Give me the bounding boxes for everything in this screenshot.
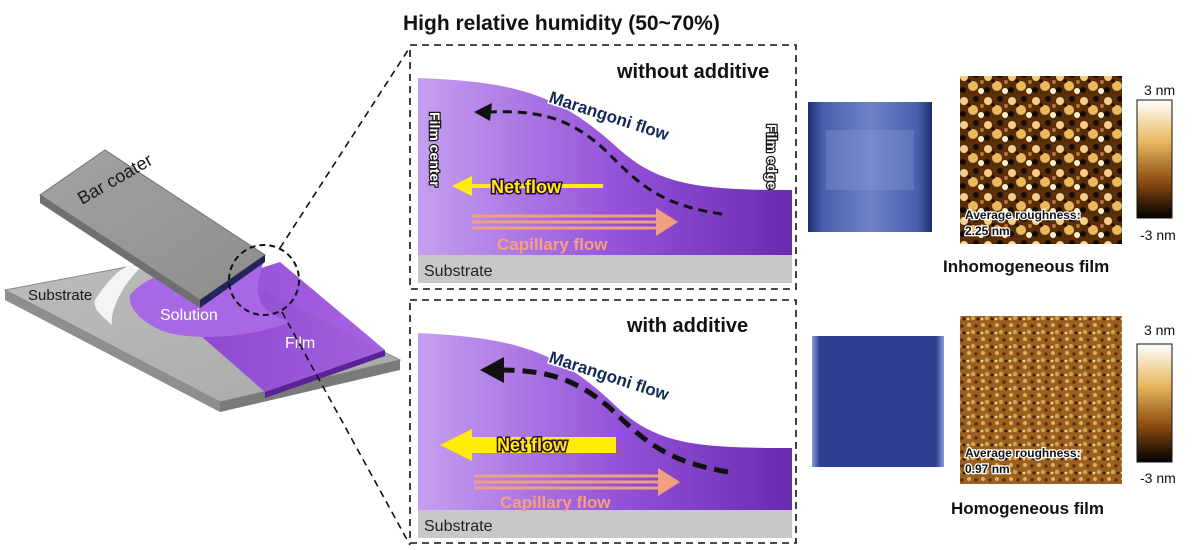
panel-bottom-title: with additive [626,315,748,337]
substrate-front-face [5,290,220,412]
substrate-side-face [220,360,400,412]
color-scale-top [1136,99,1173,219]
result-with-additive: Average roughness: 0.97 nm 3 nm -3 nm Ho… [812,316,1176,518]
caption-homogeneous: Homogeneous film [951,499,1104,518]
panel-top-substrate [418,255,792,283]
marangoni-arrowhead-bottom [480,357,504,383]
film-photo-highlight [826,130,914,190]
result-without-additive: Average roughness: 2.25 nm 3 nm -3 nm In… [808,76,1176,276]
roughness-value-bottom: 0.97 nm [965,462,1010,476]
leader-lines [279,46,411,546]
marangoni-arrow-bottom [499,367,729,475]
capillary-label-bottom: Capillary flow [500,493,611,512]
net-flow-head-bottom [440,429,472,461]
afm-image-rough [960,76,1122,244]
substrate-curve-highlight [94,265,140,325]
scale-max-top: 3 nm [1144,82,1175,98]
substrate-label: Substrate [28,287,92,304]
roughness-label-bottom: Average roughness: [965,446,1081,460]
roughness-value-top: 2.25 nm [965,224,1010,238]
scale-min-bottom: -3 nm [1140,470,1176,486]
film-center-label: Film center [427,112,443,187]
afm-image-smooth [960,316,1122,484]
substrate-label-bottom: Substrate [424,518,493,535]
bar-coater-side [40,195,200,308]
solution-label: Solution [160,307,218,324]
leader-line-top [279,46,411,249]
panel-without-additive: without additive Marangoni flow Net flow… [409,44,797,290]
bar-coater-schematic: Bar coater Substrate Solution Film [3,149,402,412]
film-photo-inhomogeneous [808,102,932,232]
bar-coater-edge [200,255,265,308]
leader-line-bottom [281,311,411,546]
net-flow-shaft-bottom [468,437,616,453]
marangoni-arrowhead-top [474,103,492,121]
panel-bottom-substrate [418,510,792,538]
film-edge-label: Film edge [764,124,780,190]
capillary-head-bottom [658,468,680,496]
color-scale-bottom [1136,343,1173,463]
panel-top-title: without additive [616,61,769,83]
marangoni-arrow-top [487,110,723,216]
figure-title: High relative humidity (50~70%) [403,12,720,35]
substrate-label-top: Substrate [424,263,493,280]
net-flow-head-top [452,176,472,196]
scale-max-bottom: 3 nm [1144,322,1175,338]
caption-inhomogeneous: Inhomogeneous film [943,257,1109,276]
panel-with-additive: with additive Marangoni flow Net flow Ca… [409,299,797,544]
film-photo-homogeneous [812,336,944,467]
zoom-circle [228,244,300,316]
capillary-label-top: Capillary flow [497,235,608,254]
net-flow-label-top: Net flow [491,177,562,197]
capillary-head-top [656,208,678,236]
scale-min-top: -3 nm [1140,227,1176,243]
film-edge [265,350,385,398]
net-flow-label-bottom: Net flow [497,435,568,455]
roughness-label-top: Average roughness: [965,208,1081,222]
